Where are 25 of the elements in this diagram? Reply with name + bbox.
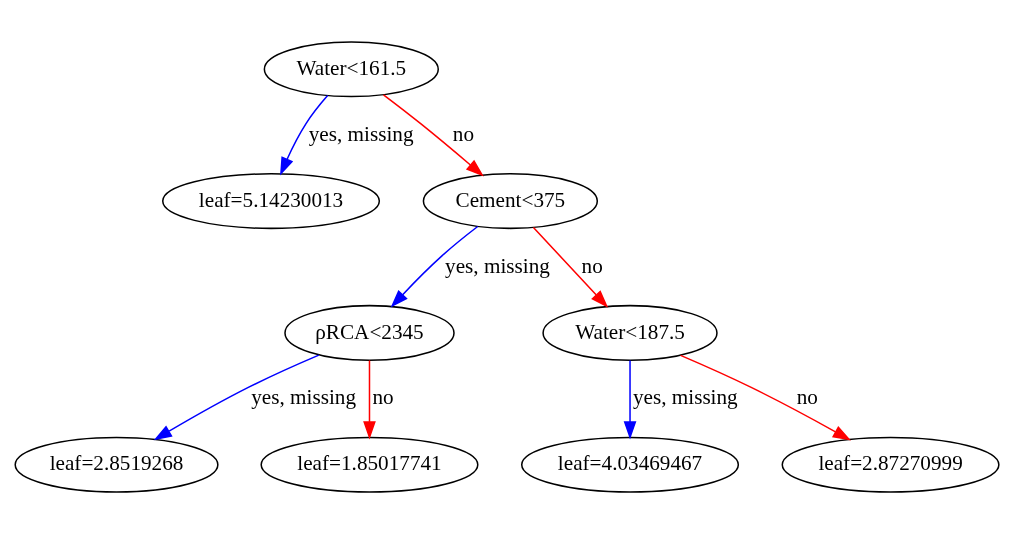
node-ellipse: leaf=2.87270999 (781, 436, 1000, 493)
edge-label: no (581, 253, 603, 278)
arrow (532, 226, 609, 308)
arrow (280, 94, 329, 175)
arrow (153, 353, 320, 440)
edge-label: no (796, 384, 818, 409)
edge-label: yes, missing (632, 384, 738, 409)
node-ellipse: leaf=4.03469467 (521, 436, 740, 493)
node-ellipse: leaf=2.8519268 (14, 436, 219, 493)
edge-label: yes, missing (251, 384, 356, 409)
arrow (623, 359, 637, 439)
arrow (382, 93, 484, 176)
node-ellipse: Water<187.5 (542, 304, 718, 361)
arrow (363, 359, 376, 439)
edge-label: yes, missing (445, 253, 550, 278)
node-ellipse: Cement<375 (422, 172, 599, 229)
node-ellipse: Water<161.5 (263, 40, 439, 97)
edge-label: no (452, 121, 474, 146)
node-ellipse: ρRCA<2345 (284, 304, 455, 361)
node-ellipse: leaf=5.14230013 (162, 172, 381, 229)
node-ellipse: leaf=1.85017741 (260, 436, 479, 493)
arrow (390, 225, 479, 308)
edge-label: yes, missing (308, 121, 414, 146)
edge-label: no (372, 384, 394, 409)
arrow (679, 354, 851, 440)
